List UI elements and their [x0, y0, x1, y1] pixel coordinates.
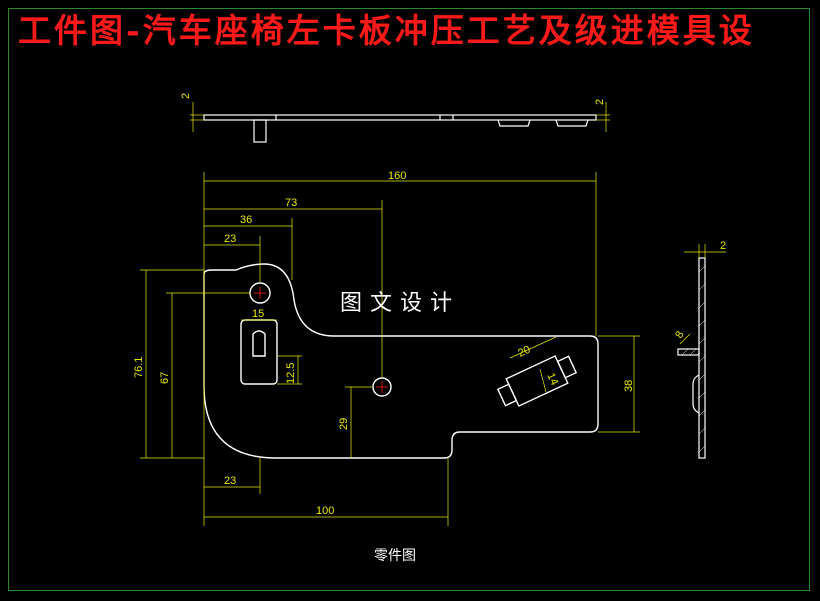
dim-tab-width: 20	[516, 344, 532, 360]
side-view	[677, 257, 706, 459]
top-view-bump-1	[497, 119, 531, 127]
tab-end-right	[556, 355, 578, 379]
top-view	[203, 114, 597, 143]
drawing-caption: 零件图	[374, 548, 416, 564]
dim-height-67: 67	[159, 372, 171, 384]
drawing-title: 工件图-汽车座椅左卡板冲压工艺及级进模具设	[18, 11, 755, 50]
dim-left-hole: 23	[224, 233, 236, 245]
dim-hole-height: 29	[338, 418, 350, 430]
dim-side-small: 8	[673, 329, 686, 340]
slot-cutout	[240, 319, 278, 385]
top-view-plate	[203, 114, 597, 121]
center-marks	[254, 287, 388, 393]
watermark-text: 图文设计	[340, 291, 460, 316]
dim-slot-width: 15	[252, 308, 264, 320]
side-view-plate	[698, 257, 706, 459]
dim-overall-length: 160	[388, 170, 406, 182]
dim-hole-distance: 73	[285, 197, 297, 209]
locking-tab	[496, 355, 578, 407]
dim-top-thickness-left: 2	[180, 93, 192, 99]
dim-bottom-left: 23	[224, 475, 236, 487]
dim-bottom-length: 100	[316, 505, 334, 517]
dim-tab-height: 14	[544, 371, 560, 387]
part-outline	[203, 263, 599, 459]
tab-end-left	[496, 383, 518, 407]
top-view-bump-2	[555, 119, 589, 127]
side-view-bump	[692, 374, 700, 414]
dim-right-height: 38	[623, 380, 635, 392]
top-view-dims	[190, 102, 610, 132]
dim-slot-distance: 36	[240, 214, 252, 226]
side-view-dims	[679, 244, 726, 345]
dim-side-thickness: 2	[720, 240, 726, 252]
main-view-dims	[140, 172, 640, 526]
slot-tab	[252, 330, 266, 357]
top-view-tab	[253, 119, 267, 143]
side-view-hatch	[681, 265, 706, 453]
dim-total-height: 76.1	[133, 357, 145, 378]
dim-slot-height: 12.5	[285, 363, 297, 384]
side-view-tab	[677, 348, 700, 356]
dim-top-thickness-right: 2	[594, 99, 606, 105]
drawing-frame	[8, 8, 810, 591]
